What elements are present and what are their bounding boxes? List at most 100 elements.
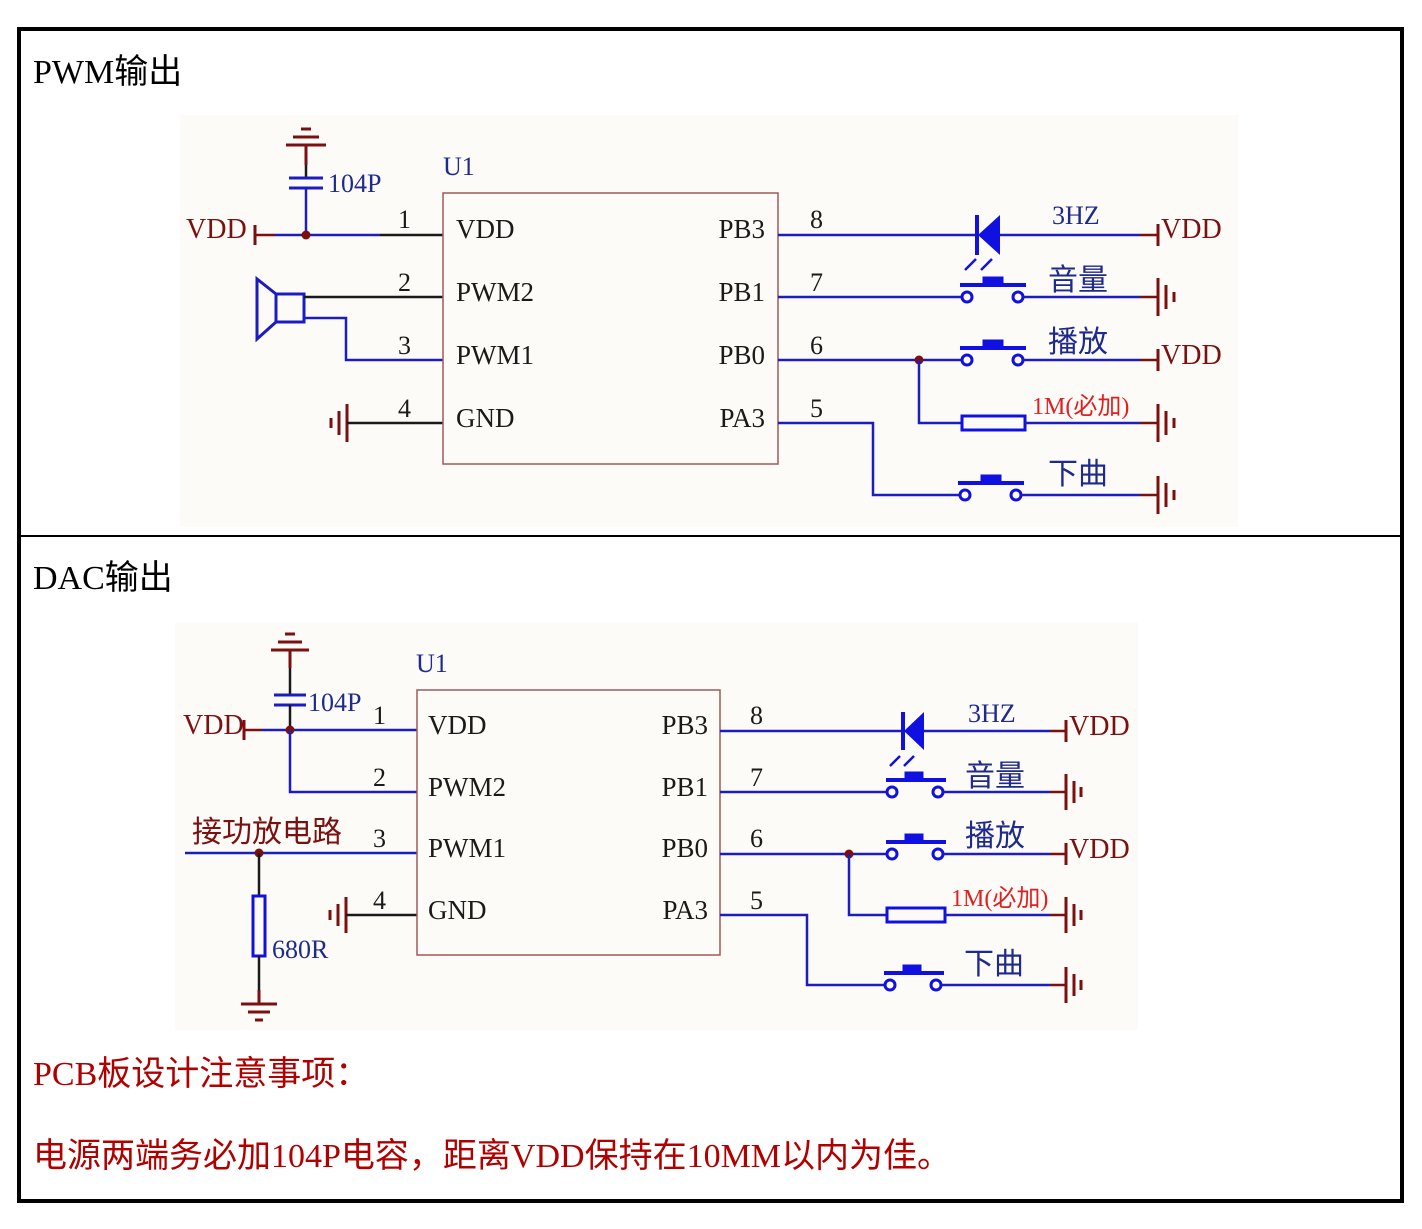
pwm-schematic: 104P VDD 1 2 3 4 U1 VDD PWM2 PWM1 GND PB… bbox=[180, 115, 1238, 527]
speaker-icon bbox=[255, 275, 306, 343]
vdd-power-label: VDD bbox=[186, 214, 247, 245]
pin-name: PB0 bbox=[661, 833, 708, 863]
pin3-wire bbox=[304, 316, 443, 362]
resistor-label: 1M(必加) bbox=[1032, 393, 1129, 420]
push-button-icon bbox=[883, 964, 944, 992]
bottom-ground-symbol bbox=[241, 990, 277, 1022]
ground-left-icon bbox=[329, 404, 349, 442]
pin-name: VDD bbox=[456, 214, 515, 244]
resistor-icon bbox=[251, 894, 267, 958]
pin-number: 8 bbox=[810, 205, 823, 234]
button-label-volume: 音量 bbox=[965, 760, 1025, 793]
ground-icon bbox=[1064, 897, 1083, 933]
vdd-power-label: VDD bbox=[1069, 834, 1130, 865]
ground-icon bbox=[1156, 476, 1176, 514]
pwm-section-title: PWM输出 bbox=[33, 54, 183, 91]
junction-dot bbox=[301, 230, 311, 240]
pin-number: 8 bbox=[750, 701, 763, 730]
pin5-wire bbox=[720, 913, 884, 987]
chip-u1 bbox=[442, 192, 779, 465]
pin-name: PB3 bbox=[661, 710, 708, 740]
pin-name: PWM1 bbox=[456, 340, 534, 370]
capacitor-label: 104P bbox=[328, 169, 381, 198]
chip-u1 bbox=[416, 689, 721, 956]
pin-name: PA3 bbox=[662, 895, 708, 925]
pin-number: 3 bbox=[398, 331, 411, 360]
pin-number: 6 bbox=[750, 824, 763, 853]
chip-ref: U1 bbox=[443, 152, 475, 181]
ground-left-icon bbox=[328, 897, 348, 933]
capacitor-label: 104P bbox=[308, 688, 361, 717]
pin-name: PWM2 bbox=[428, 772, 506, 802]
pin-name: PWM1 bbox=[428, 833, 506, 863]
vdd-power-label: VDD bbox=[183, 710, 244, 741]
pin-number: 1 bbox=[373, 701, 386, 730]
pin-number: 7 bbox=[750, 763, 763, 792]
vdd-power-label: VDD bbox=[1161, 340, 1222, 371]
led-icon bbox=[901, 712, 924, 750]
pin5-wire bbox=[778, 421, 960, 497]
document-frame bbox=[17, 27, 1404, 1203]
pin-name: GND bbox=[456, 403, 515, 433]
pin-name: VDD bbox=[428, 710, 487, 740]
button-label-play: 播放 bbox=[1048, 326, 1108, 359]
pin-name: PB3 bbox=[718, 214, 765, 244]
pin-number: 5 bbox=[810, 394, 823, 423]
led-label: 3HZ bbox=[968, 699, 1016, 728]
button-label-next: 下曲 bbox=[1048, 458, 1108, 491]
push-button-icon bbox=[885, 771, 946, 799]
pcb-notes-body: 电源两端务必加104P电容，距离VDD保持在10MM以内为佳。 bbox=[33, 1138, 952, 1175]
pin-name: PA3 bbox=[719, 403, 765, 433]
ground-icon bbox=[1156, 404, 1176, 442]
pin-number: 2 bbox=[373, 763, 386, 792]
button-label-next: 下曲 bbox=[964, 948, 1024, 981]
resistor-label: 1M(必加) bbox=[951, 885, 1048, 912]
pin-name: PB1 bbox=[718, 277, 765, 307]
capacitor-symbol bbox=[289, 176, 323, 190]
dac-schematic: 104P VDD 接功放电路 680R 1 2 3 4 U1 VDD PWM2 … bbox=[175, 622, 1138, 1030]
pin-number: 5 bbox=[750, 886, 763, 915]
pwm-schematic-svg: 104P VDD 1 2 3 4 U1 VDD PWM2 PWM1 GND PB… bbox=[186, 127, 1222, 514]
resistor-icon bbox=[960, 414, 1027, 432]
resistor-wire bbox=[917, 360, 962, 425]
button-label-play: 播放 bbox=[965, 820, 1025, 853]
pin-name: GND bbox=[428, 895, 487, 925]
ground-icon bbox=[1064, 774, 1083, 810]
light-arrows-icon bbox=[889, 755, 915, 767]
dac-section-title: DAC输出 bbox=[33, 560, 173, 597]
pin-name: PB1 bbox=[661, 772, 708, 802]
pin-number: 4 bbox=[373, 886, 386, 915]
pin2-wire bbox=[288, 730, 417, 794]
push-button-icon bbox=[960, 339, 1026, 367]
pin-name: PWM2 bbox=[456, 277, 534, 307]
chip-ref: U1 bbox=[416, 649, 448, 678]
pin-name: PB0 bbox=[718, 340, 765, 370]
pin-number: 6 bbox=[810, 331, 823, 360]
ground-icon bbox=[1156, 278, 1176, 316]
vdd-power-label: VDD bbox=[1069, 711, 1130, 742]
push-button-icon bbox=[958, 474, 1024, 502]
resistor-wire bbox=[847, 854, 887, 917]
pin-number: 3 bbox=[373, 824, 386, 853]
dac-schematic-svg: 104P VDD 接功放电路 680R 1 2 3 4 U1 VDD PWM2 … bbox=[183, 632, 1130, 1022]
ground-icon bbox=[1064, 967, 1083, 1003]
light-arrows-icon bbox=[964, 258, 993, 271]
pin-number: 2 bbox=[398, 268, 411, 297]
led-icon bbox=[975, 215, 1000, 255]
button-label-volume: 音量 bbox=[1048, 264, 1108, 297]
pin-number: 1 bbox=[398, 205, 411, 234]
pin-number: 4 bbox=[398, 394, 411, 423]
top-ground-symbol bbox=[271, 632, 309, 668]
amp-label: 接功放电路 bbox=[192, 816, 342, 849]
pulldown-label: 680R bbox=[272, 935, 329, 964]
push-button-icon bbox=[885, 833, 946, 861]
vdd-power-label: VDD bbox=[1161, 214, 1222, 245]
resistor-icon bbox=[885, 906, 947, 924]
led-label: 3HZ bbox=[1052, 201, 1100, 230]
capacitor-symbol bbox=[274, 693, 306, 707]
pcb-notes-title: PCB板设计注意事项： bbox=[33, 1056, 370, 1093]
push-button-icon bbox=[960, 276, 1026, 304]
pin-number: 7 bbox=[810, 268, 823, 297]
section-divider bbox=[17, 535, 1404, 537]
top-ground-symbol bbox=[286, 127, 326, 165]
